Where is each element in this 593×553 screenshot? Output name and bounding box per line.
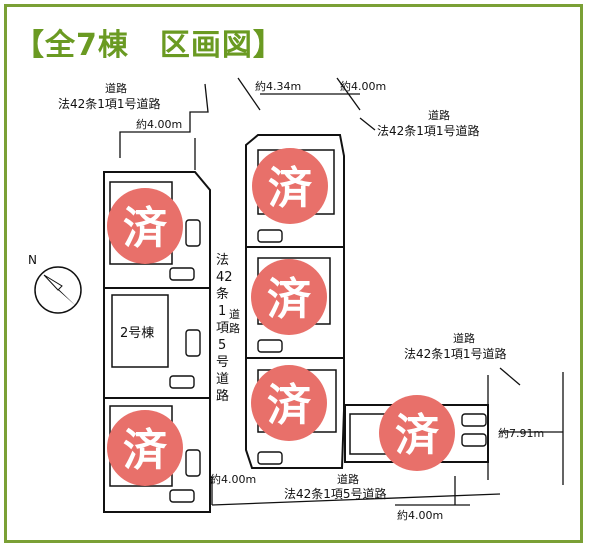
svg-text:済: 済 xyxy=(268,163,313,214)
sold-stamp-lot1: 済 xyxy=(107,188,183,264)
page-title: 【全7棟 区画図】 xyxy=(14,28,284,63)
sold-stamp-lot5: 済 xyxy=(251,259,327,335)
svg-text:路: 路 xyxy=(216,388,229,404)
road-bottom-width: 約4.00m xyxy=(397,508,443,522)
svg-text:道: 道 xyxy=(229,307,240,321)
road-right-line1: 道路 xyxy=(453,331,475,345)
road-top-right-line2: 法42条1項1号道路 xyxy=(377,123,480,138)
building-lot2 xyxy=(111,294,169,368)
road-labels: 道路 法42条1項1号道路 約4.00m 約4.34m 約4.00m 道路 法4… xyxy=(58,79,544,522)
svg-text:号: 号 xyxy=(216,355,229,370)
sold-stamp-lot7: 済 xyxy=(379,395,455,471)
road-top-left-line2: 法42条1項1号道路 xyxy=(58,96,161,111)
road-bottom-line1: 道路 xyxy=(337,472,359,486)
lot2-label: 2号棟 xyxy=(120,326,154,341)
svg-text:済: 済 xyxy=(267,274,312,325)
svg-text:済: 済 xyxy=(267,380,312,431)
compass-north-label: N xyxy=(28,253,37,267)
svg-text:道: 道 xyxy=(216,372,229,387)
sold-stamp-lot3: 済 xyxy=(107,410,183,486)
road-right-width: 約7.91m xyxy=(498,426,544,440)
compass-circle xyxy=(34,266,82,314)
road-bottom-line2: 法42条1項5号道路 xyxy=(284,486,387,501)
road-top-right-width-a: 約4.34m xyxy=(255,79,301,93)
road-top-left-line1: 道路 xyxy=(105,81,127,95)
road-top-right-line1: 道路 xyxy=(428,108,450,122)
parking-cars xyxy=(169,219,487,503)
road-top-right-width-b: 約4.00m xyxy=(340,79,386,93)
svg-text:項: 項 xyxy=(216,321,229,336)
sold-stamp-lot6: 済 xyxy=(251,365,327,441)
svg-text:条: 条 xyxy=(216,286,229,302)
svg-text:路: 路 xyxy=(229,322,240,335)
svg-text:42: 42 xyxy=(216,270,233,285)
sold-stamp-lot4: 済 xyxy=(252,148,328,224)
sold-stamps: 済 済 済 済 済 済 xyxy=(107,148,455,486)
road-top-left-width: 約4.00m xyxy=(136,117,182,131)
svg-text:済: 済 xyxy=(395,410,440,461)
svg-text:5: 5 xyxy=(218,338,226,353)
svg-text:法: 法 xyxy=(216,253,229,268)
road-middle-vertical: 法 42 条 1 項 5 号 道 路 道 路 xyxy=(216,253,240,404)
road-right-line2: 法42条1項1号道路 xyxy=(404,346,507,361)
road-bottom-width-mid: 約4.00m xyxy=(210,472,256,486)
svg-text:済: 済 xyxy=(123,203,168,254)
compass: N xyxy=(28,253,82,314)
svg-text:1: 1 xyxy=(218,304,226,319)
svg-text:済: 済 xyxy=(123,425,168,476)
